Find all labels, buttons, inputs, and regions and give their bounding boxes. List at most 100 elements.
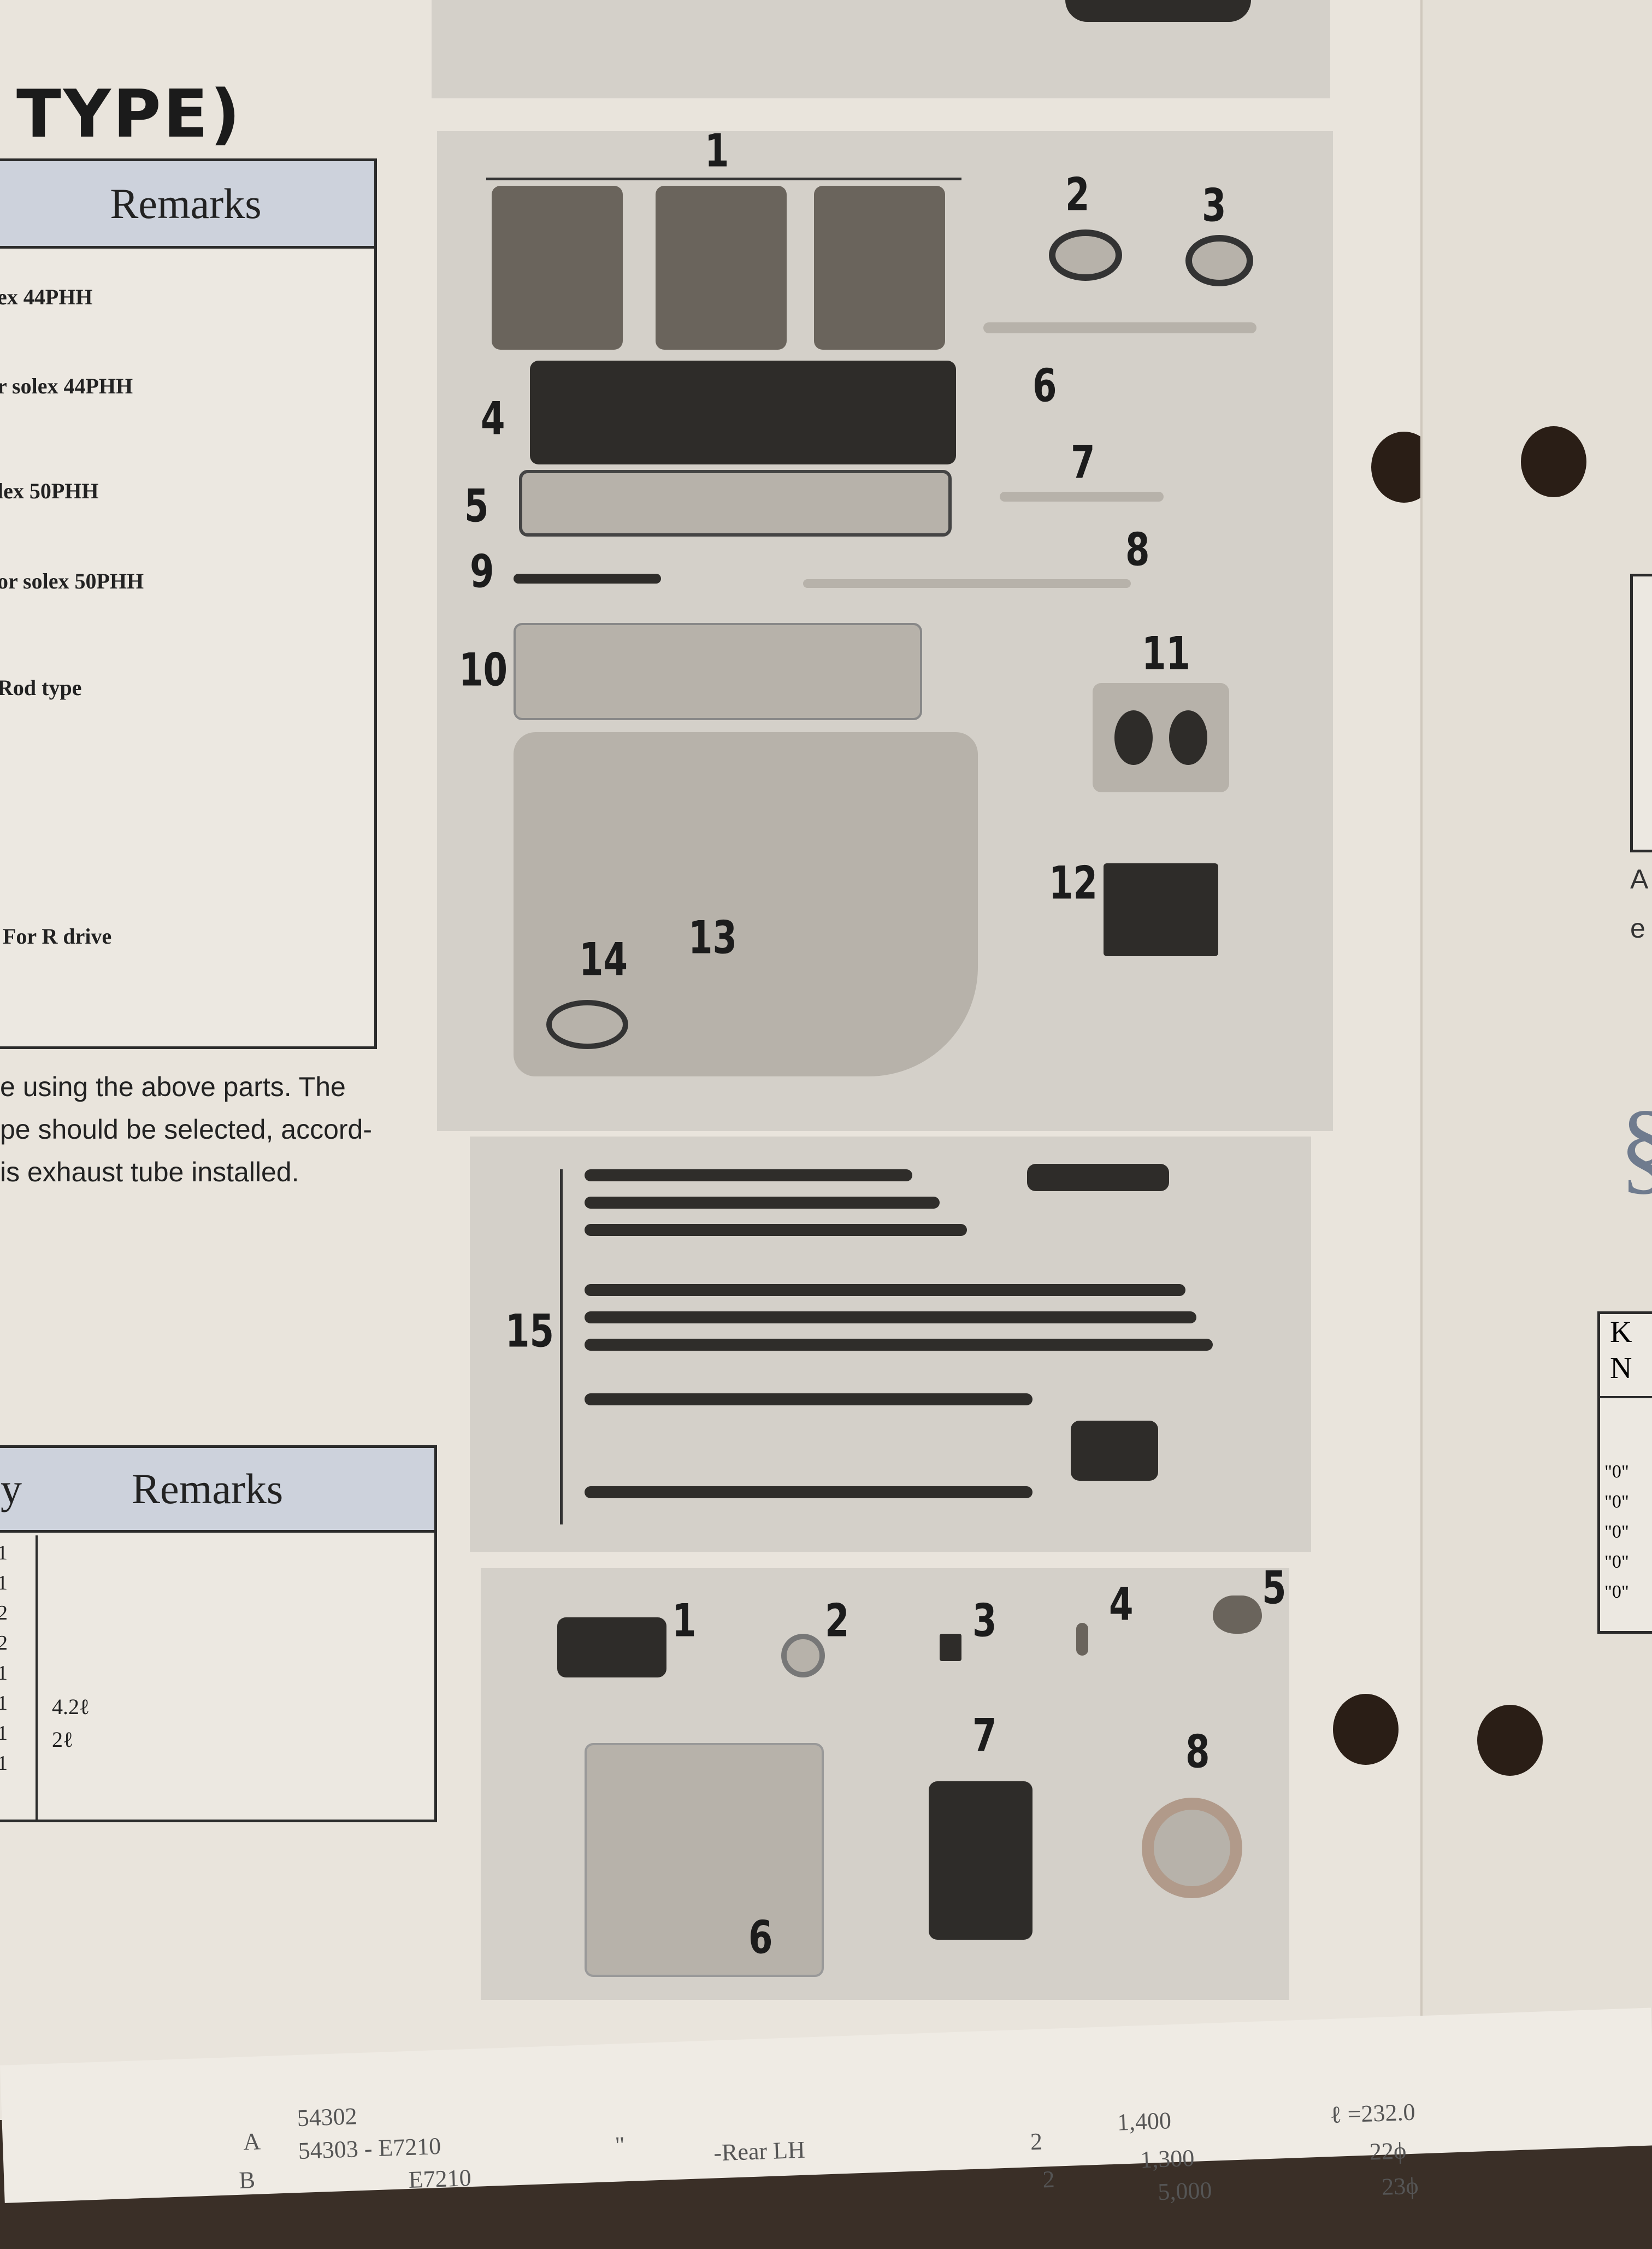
rod-image	[514, 574, 661, 584]
note-line: e using the above parts. The	[0, 1071, 346, 1102]
sheet-cell: E7210	[408, 2164, 472, 2194]
part-label: 7	[1071, 436, 1095, 490]
qty-cell: 1	[0, 1571, 8, 1594]
bracket-line	[560, 1169, 569, 1524]
remarks-header-label: Remarks	[132, 1465, 284, 1512]
binder-hole	[1521, 426, 1586, 497]
heat-shield-image	[514, 623, 922, 720]
facing-row: "0"	[1604, 1582, 1629, 1602]
part-label: 9	[470, 545, 494, 599]
linkage-image	[983, 322, 1256, 333]
pipe-image	[585, 1169, 912, 1181]
bracket-plate-image	[1213, 1596, 1262, 1634]
sheet-cell: 5,000	[1157, 2176, 1213, 2206]
facing-row: "0"	[1604, 1492, 1629, 1512]
remark-row: For R drive	[3, 924, 112, 949]
sheet-cell: 1,400	[1117, 2107, 1172, 2136]
part-label: 2	[1065, 168, 1090, 222]
remark-row: or solex 50PHH	[0, 569, 144, 593]
facing-text: e	[1630, 913, 1645, 944]
remarks-table-1: Remarks ex 44PHH r solex 44PHH lex 50PHH…	[0, 158, 377, 1049]
note-paragraph: e using the above parts. The pe should b…	[0, 1065, 372, 1193]
remark-cell: 4.2ℓ	[52, 1694, 90, 1719]
air-box-image	[1169, 710, 1207, 765]
top-partial-photo	[432, 0, 1330, 98]
qty-cell: 2	[0, 1632, 8, 1655]
bracket-line	[486, 178, 961, 186]
manifold-image	[530, 361, 956, 464]
part-label: 6	[1032, 360, 1057, 413]
part-label: 3	[972, 1594, 997, 1648]
gasket-image	[1049, 229, 1122, 281]
qty-cell: 1	[0, 1752, 8, 1775]
part-label: 1	[672, 1594, 697, 1648]
part-image	[1065, 0, 1251, 22]
air-box-image	[1093, 683, 1229, 792]
exhaust-gasket-image	[546, 1000, 628, 1049]
qty-cell: 2	[0, 1602, 8, 1624]
catalog-page: TYPE) Remarks ex 44PHH r solex 44PHH lex…	[0, 0, 1442, 2120]
part-label: 6	[748, 1911, 773, 1965]
remark-cell: 2ℓ	[52, 1727, 74, 1752]
fuel-pump-image	[557, 1617, 666, 1677]
sheet-cell: 1,300	[1140, 2144, 1195, 2174]
gasket-image	[1185, 235, 1253, 286]
clamp-image	[1071, 1421, 1158, 1481]
pipe-image	[585, 1311, 1196, 1323]
remark-row: Rod type	[0, 675, 82, 700]
remarks-table-2: y Remarks 1 1 2 2 1 1 1 1 4.2ℓ 2ℓ	[0, 1445, 437, 1822]
fitting-image	[940, 1634, 961, 1661]
qty-cell: 1	[0, 1662, 8, 1685]
sheet-cell: A	[243, 2128, 261, 2156]
air-box-image	[1114, 710, 1153, 765]
facing-table-top	[1630, 574, 1652, 852]
figure-fuel-pump-kit: 1 2 3 4 5 6 7 8	[481, 1562, 1289, 2000]
figure-carburetor-kit: 1 2 3 4 6 7 5 8 9 10 11 12 13 14	[437, 125, 1333, 1131]
sheet-cell: 22ϕ	[1369, 2137, 1407, 2165]
part-label: 13	[688, 911, 738, 965]
washer-image	[781, 1634, 825, 1677]
part-label: 3	[1202, 179, 1226, 233]
pipe-image	[585, 1224, 967, 1236]
rod-image	[1000, 492, 1164, 502]
page-heading: TYPE)	[16, 76, 243, 152]
facing-page: A e § K N "0" "0" "0" "0" "0"	[1420, 0, 1652, 2131]
part-label: 2	[825, 1594, 849, 1648]
sheet-cell: 23ϕ	[1381, 2172, 1419, 2200]
remarks-header-2: y Remarks	[0, 1448, 434, 1533]
facing-table-head: K N	[1600, 1314, 1652, 1398]
part-label: 5	[1262, 1562, 1287, 1615]
sheet-cell: 2	[1042, 2165, 1055, 2193]
facing-table: K N "0" "0" "0" "0" "0"	[1597, 1311, 1652, 1634]
remark-row: r solex 44PHH	[0, 374, 133, 398]
pipe-image	[585, 1197, 940, 1209]
part-label: 15	[505, 1305, 554, 1358]
sheet-cell: 54303 - E7210	[297, 2132, 442, 2165]
part-label: 8	[1185, 1726, 1210, 1779]
part-label: 4	[1109, 1578, 1134, 1632]
sheet-cell: "	[614, 2132, 626, 2159]
carburetor-image	[814, 186, 945, 350]
facing-row: "0"	[1604, 1552, 1629, 1572]
binder-hole	[1333, 1694, 1399, 1765]
qty-cell: 1	[0, 1692, 8, 1715]
pipe-image	[585, 1393, 1032, 1405]
binder-hole	[1477, 1705, 1543, 1776]
manifold-gasket-image	[519, 470, 952, 537]
pipe-image	[585, 1284, 1185, 1296]
ring-gasket-image	[1142, 1798, 1242, 1898]
reservoir-tank-image	[585, 1743, 824, 1977]
carburetor-image	[656, 186, 787, 350]
part-label: 10	[459, 644, 508, 697]
filter-element-image	[1104, 863, 1218, 956]
qty-cell: 1	[0, 1722, 8, 1745]
sheet-cell: -Rear LH	[713, 2136, 806, 2166]
section-symbol: §	[1619, 1087, 1652, 1206]
pipe-image	[585, 1486, 1032, 1498]
bolt-image	[1076, 1623, 1088, 1656]
facing-row: "0"	[1604, 1462, 1629, 1482]
remark-row: ex 44PHH	[0, 285, 93, 309]
facing-row: "0"	[1604, 1522, 1629, 1542]
rod-image	[803, 579, 1131, 588]
remarks-header-1: Remarks	[0, 161, 374, 249]
